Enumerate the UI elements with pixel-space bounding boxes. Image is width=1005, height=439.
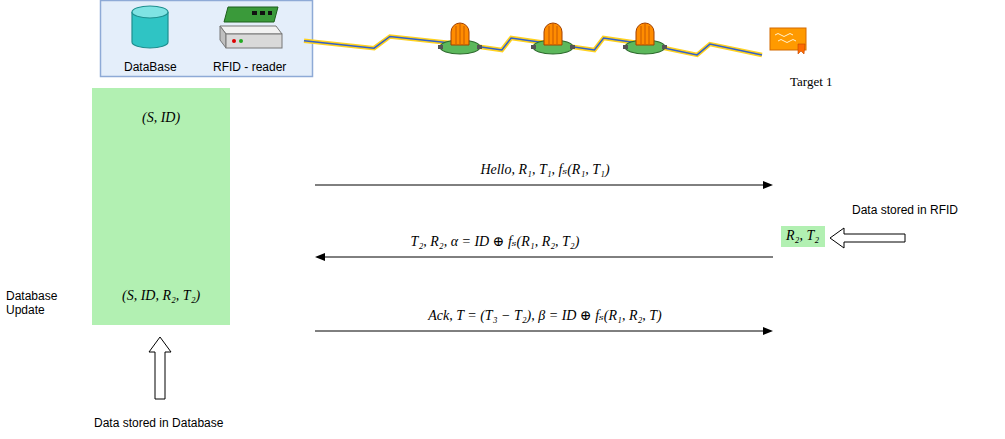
tag-pin xyxy=(477,45,482,49)
cylinder-top xyxy=(132,6,168,18)
tag-dome xyxy=(636,23,654,45)
reader-icon xyxy=(214,4,286,56)
note-label: Data stored in RFID xyxy=(852,203,1002,217)
tag-pin xyxy=(623,45,628,49)
reader-front xyxy=(226,34,282,48)
tag-store: R₂, T₂ xyxy=(781,226,825,247)
node-text: RFID - reader xyxy=(213,60,286,74)
tag-stripes xyxy=(549,23,557,44)
message-label: Ack, T = (T₃ − T₂), β = ID ⊕ fₛ(R₁, R₂, … xyxy=(345,308,745,325)
card-ribbon xyxy=(798,44,805,54)
tag-pin xyxy=(570,45,575,49)
rfid-tag xyxy=(438,23,482,54)
node-text: R₂, T₂ xyxy=(786,228,819,245)
reader-node: RFID - reader xyxy=(196,2,304,77)
node-text: (S, ID) xyxy=(142,110,180,127)
wireless-link xyxy=(304,36,762,54)
message-arrow xyxy=(315,181,773,189)
message-head xyxy=(315,253,325,261)
tag-pin xyxy=(662,45,667,49)
message-head xyxy=(763,181,773,189)
rfid-tag xyxy=(623,23,667,54)
database-store: (S, ID) (S, ID, R₂, T₂) xyxy=(92,88,230,325)
tag-dome xyxy=(544,23,562,45)
message-head xyxy=(763,327,773,335)
tag-dome xyxy=(451,23,469,45)
reader-top xyxy=(220,26,282,34)
reader-led xyxy=(239,39,243,43)
note-label: Data stored in Database xyxy=(94,416,294,430)
message-arrow xyxy=(315,253,773,261)
node-text: DataBase xyxy=(124,60,177,74)
reader-panel xyxy=(101,1,313,77)
hollow-arrow xyxy=(149,337,171,399)
database-icon xyxy=(128,4,172,50)
target-card-icon xyxy=(768,26,812,56)
tag-stripes xyxy=(641,23,649,44)
reader-side xyxy=(220,26,226,48)
message-line xyxy=(315,185,764,186)
tag-pin xyxy=(531,45,536,49)
database-node: DataBase xyxy=(108,2,192,77)
message-arrow xyxy=(315,327,773,335)
rfid-tag xyxy=(531,23,575,54)
reader-chip xyxy=(252,11,257,15)
reader-chip xyxy=(260,11,265,15)
lightning-glow xyxy=(304,36,762,54)
message-line xyxy=(324,257,773,258)
reader-board xyxy=(224,7,278,22)
tag-stripes xyxy=(456,23,464,44)
hollow-arrow xyxy=(830,228,905,248)
message-line xyxy=(315,331,764,332)
message-label: Hello, R₁, T₁, fₛ(R₁, T₁) xyxy=(345,162,745,179)
node-text: (S, ID, R₂, T₂) xyxy=(122,288,200,305)
card-scribble xyxy=(775,34,796,43)
target-node: Target 1 xyxy=(762,26,848,92)
note-label: Database Update xyxy=(6,289,76,318)
node-text: Target 1 xyxy=(790,74,833,90)
message-label: T₂, R₂, α = ID ⊕ fₛ(R₁, R₂, T₂) xyxy=(295,234,695,251)
reader-chip xyxy=(268,11,272,15)
reader-led xyxy=(232,39,236,43)
tag-pin xyxy=(438,45,443,49)
